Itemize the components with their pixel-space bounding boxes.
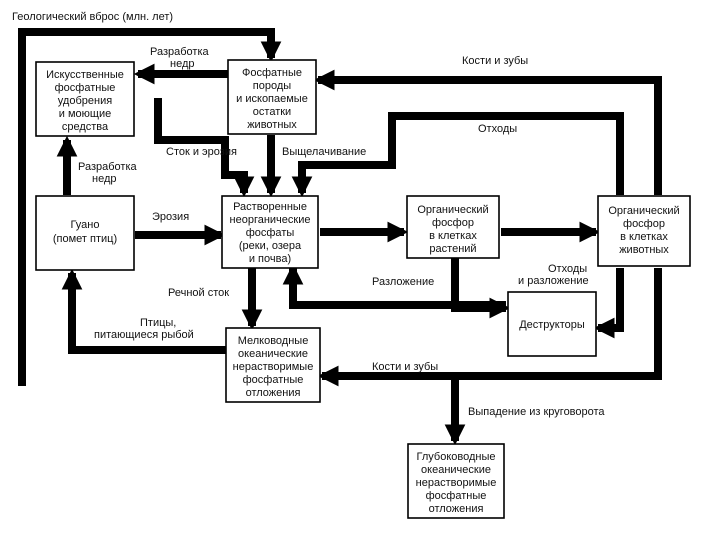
node-dissolved-line: и почва) xyxy=(249,253,291,265)
node-decomposers: Деструкторы xyxy=(507,291,597,357)
label-bones-bottom: Кости и зубы xyxy=(372,361,438,373)
node-fertilizers-line: удобрения xyxy=(58,95,112,107)
flow-waste-to-dissolved xyxy=(291,112,624,198)
label-river-runoff: Речной сток xyxy=(168,287,229,299)
node-shallow-line: отложения xyxy=(246,387,301,399)
svg-text:Деструкторы: Деструкторы xyxy=(519,319,585,331)
node-guano-line: (помет птиц) xyxy=(53,233,117,245)
node-rocks-line: породы xyxy=(253,80,291,92)
node-dissolved-line: (реки, озера xyxy=(239,240,302,252)
flow-plants-to-decomposers xyxy=(451,258,511,319)
node-deep-line: нерастворимые xyxy=(416,477,497,489)
node-deep-line: Глубоководные xyxy=(417,451,496,463)
node-guano-line: Гуано xyxy=(71,219,100,231)
node-deep-line: океанические xyxy=(421,464,491,476)
node-shallow-line: нерастворимые xyxy=(233,361,314,373)
flow-animals-to-decomposers xyxy=(593,268,624,339)
node-plant-line: растений xyxy=(429,243,476,255)
node-shallow-line: фосфатные xyxy=(243,374,304,386)
label-waste: Отходы xyxy=(478,123,517,135)
node-fertilizers-line: и моющие xyxy=(59,108,111,120)
node-rocks-line: остатки xyxy=(253,106,291,118)
node-animal-line: животных xyxy=(619,244,669,256)
label-runoff-erosion: Сток и эрозия xyxy=(166,146,237,158)
node-guano: Гуано (помет птиц) xyxy=(35,195,135,271)
node-shallow-line: Мелководные xyxy=(238,335,309,347)
flow-decomposers-to-dissolved xyxy=(282,263,506,309)
node-shallow-line: океанические xyxy=(238,348,308,360)
label-bones-top: Кости и зубы xyxy=(462,55,528,67)
flow-fertilizers-to-dissolved xyxy=(154,98,255,198)
node-dissolved-line: Растворенные xyxy=(233,201,307,213)
flow-lines xyxy=(18,28,662,446)
node-rocks-line: животных xyxy=(247,119,297,131)
node-fertilizers-line: Искусственные xyxy=(46,69,124,81)
node-plant-line: Органический xyxy=(417,204,488,216)
node-rocks-line: Фосфатные xyxy=(242,67,302,79)
node-deep-line: фосфатные xyxy=(426,490,487,502)
label-out-of-cycle: Выпадение из круговорота xyxy=(468,406,605,418)
node-plant-line: фосфор xyxy=(432,217,474,229)
label-birds: Птицы,питающиеся рыбой xyxy=(94,317,194,341)
node-animal-line: Органический xyxy=(608,205,679,217)
node-plant-line: в клетках xyxy=(429,230,477,242)
diagram-title: Геологический вброс (млн. лет) xyxy=(12,11,173,23)
node-deep-line: отложения xyxy=(429,503,484,515)
node-decomposers-line: Деструкторы xyxy=(519,319,585,331)
label-leaching: Выщелачивание xyxy=(282,146,366,158)
node-dissolved-line: неорганические xyxy=(230,214,311,226)
label-decomposition: Разложение xyxy=(372,276,434,288)
flow-bones-to-shallow xyxy=(317,268,662,387)
flow-bones-to-rocks xyxy=(313,69,662,195)
node-rocks-line: и ископаемые xyxy=(236,93,308,105)
node-fertilizers-line: фосфатные xyxy=(55,82,116,94)
node-animal-line: фосфор xyxy=(623,218,665,230)
flow-shallow-birds-to-guano xyxy=(61,268,226,354)
label-erosion: Эрозия xyxy=(152,211,189,223)
node-dissolved-line: фосфаты xyxy=(246,227,295,239)
svg-text:Гуано(помет птиц): Гуано (помет птиц) xyxy=(53,219,117,245)
node-fertilizers-line: средства xyxy=(62,121,109,133)
flow-geologic-uplift xyxy=(18,28,282,386)
node-animal-line: в клетках xyxy=(620,231,668,243)
